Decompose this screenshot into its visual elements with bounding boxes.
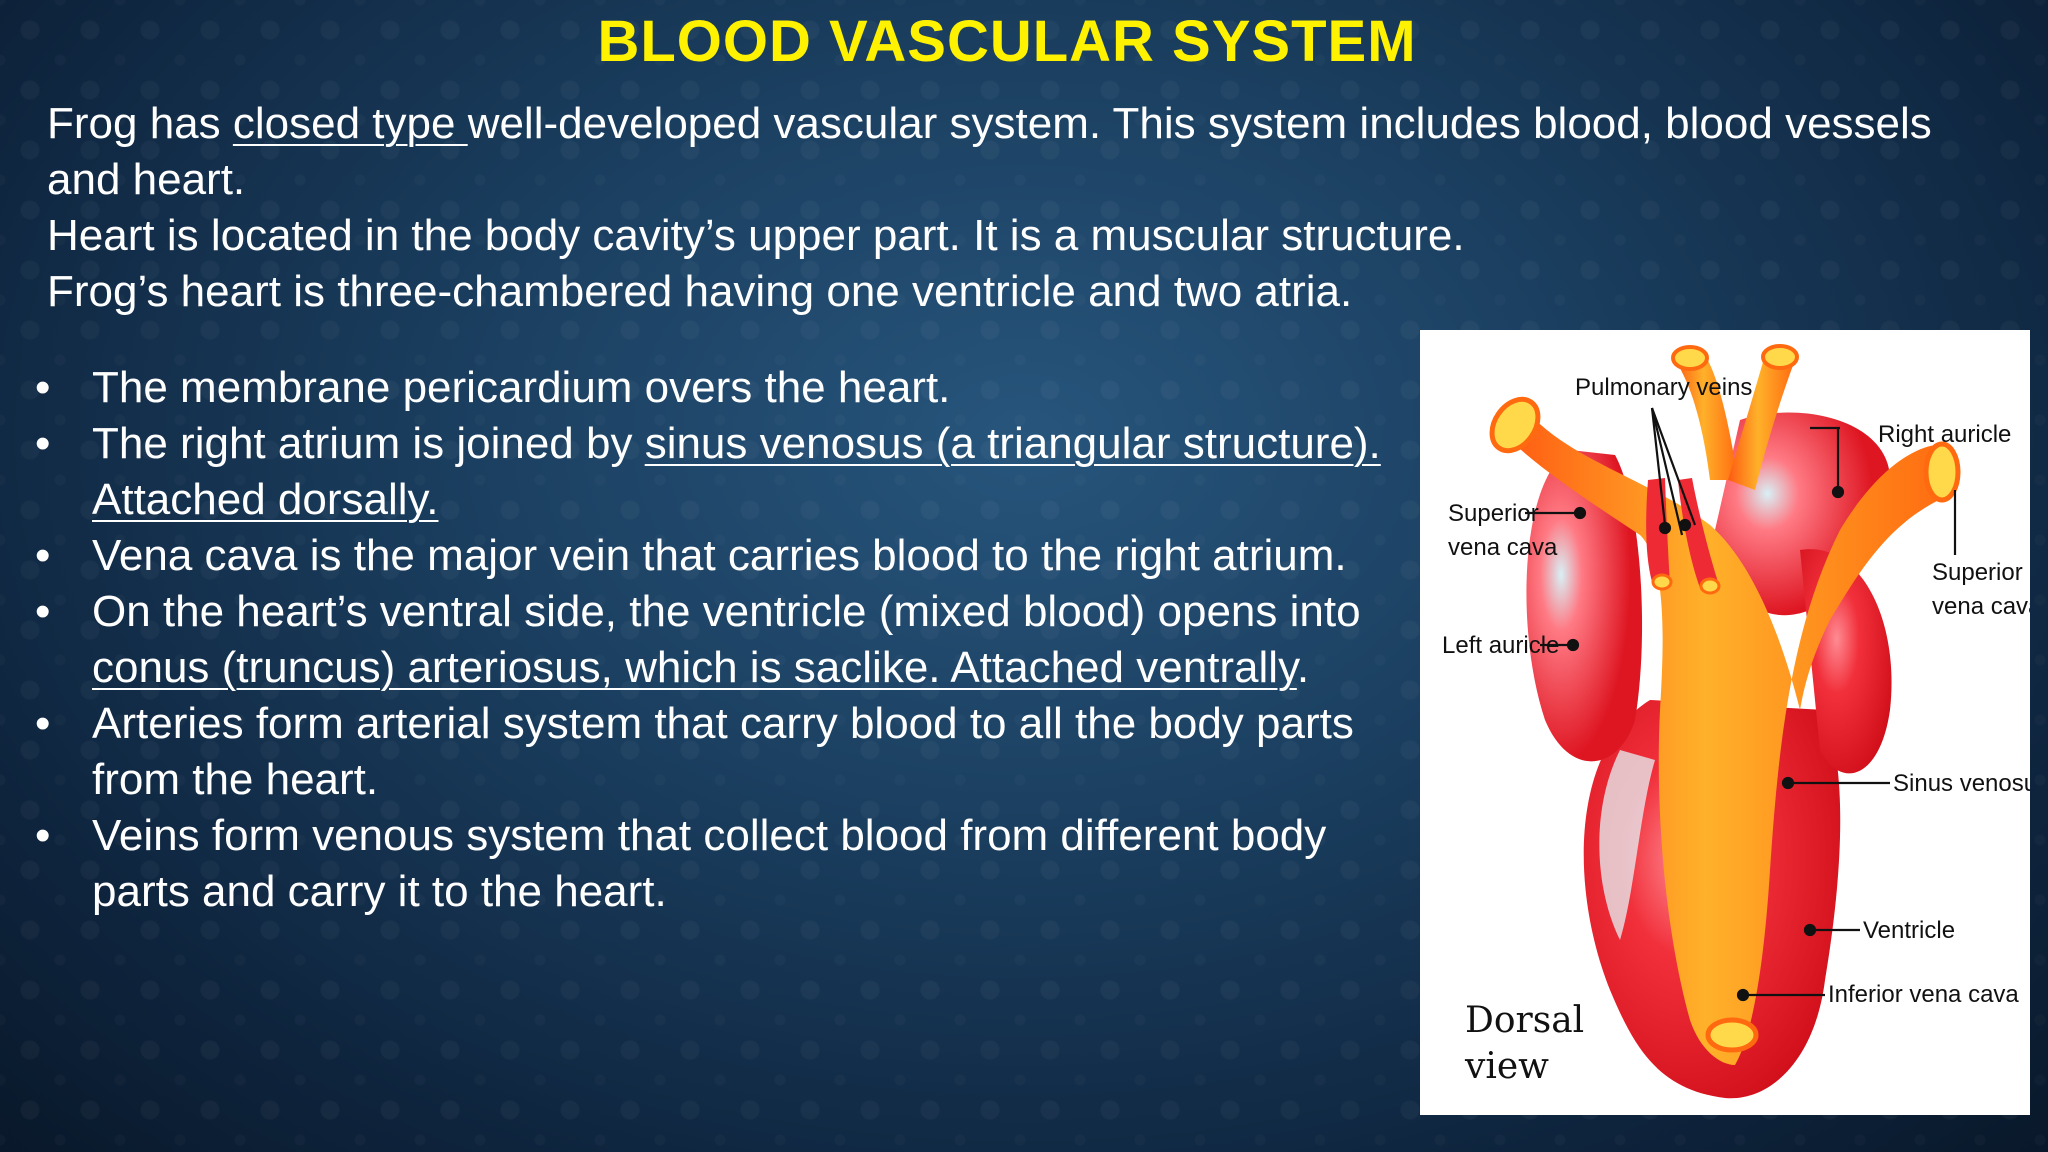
label-inferior-vena-cava: Inferior vena cava [1828, 981, 2019, 1008]
frog-heart-figure: Pulmonary veins Right auricle Superior v… [1420, 330, 2030, 1115]
dorsal-view-caption: Dorsal view [1465, 1000, 1585, 1087]
label-superior-vena-cava-left-2: vena cava [1448, 534, 1558, 561]
intro-paragraphs: Frog has closed type well-developed vasc… [47, 96, 1947, 320]
label-sinus-venosus: Sinus venosus [1893, 770, 2030, 797]
label-ventricle: Ventricle [1863, 917, 1955, 944]
pulmonary-vein-small-right-opening [1699, 577, 1721, 595]
frog-heart-diagram: Pulmonary veins Right auricle Superior v… [1442, 344, 2030, 1099]
sinus-venosus-underlined: sinus venosus (a triangular structure). … [92, 419, 1381, 524]
bullet-item: The membrane pericardium overs the heart… [35, 360, 1425, 416]
pulmonary-vein-right-opening [1761, 344, 1799, 370]
label-superior-vena-cava-left-1: Superior [1448, 500, 1539, 527]
pulmonary-vein-left-opening [1671, 345, 1709, 371]
label-superior-vena-cava-right-1: Superior [1932, 559, 2023, 586]
label-superior-vena-cava-right-2: vena cava [1932, 593, 2030, 620]
pulmonary-vein-small-left [1646, 478, 1670, 585]
superior-vena-cava-right-opening [1923, 441, 1961, 503]
left-auricle-shape [1526, 450, 1643, 762]
superior-vena-cava-left-opening [1489, 396, 1541, 454]
conus-arteriosus-underlined: conus (truncus) arteriosus, which is sac… [92, 643, 1297, 692]
pulmonary-vein-small-left-opening [1651, 573, 1673, 591]
bullet-item: On the heart’s ventral side, the ventric… [35, 584, 1425, 696]
bullet-item: Veins form venous system that collect bl… [35, 808, 1425, 920]
intro-paragraph-3: Frog’s heart is three-chambered having o… [47, 267, 1353, 316]
label-right-auricle: Right auricle [1878, 421, 2011, 448]
label-left-auricle: Left auricle [1442, 632, 1559, 659]
page-title: BLOOD VASCULAR SYSTEM [597, 9, 1417, 74]
label-pulmonary-veins: Pulmonary veins [1575, 374, 1752, 401]
intro-paragraph-2: Heart is located in the body cavity’s up… [47, 211, 1465, 260]
intro-paragraph-1: Frog has closed type well-developed vasc… [47, 99, 1932, 204]
pulmonary-vein-right-tube [1728, 355, 1795, 490]
ventricle-highlight [1599, 750, 1655, 940]
bullet-item: Arteries form arterial system that carry… [35, 696, 1425, 808]
inferior-vena-cava-opening [1705, 1017, 1759, 1053]
closed-type-underlined: closed type [232, 99, 468, 148]
sinus-venosus-shape [1505, 412, 1950, 1065]
bullet-item: The right atrium is joined by sinus veno… [35, 416, 1425, 528]
bullet-list: The membrane pericardium overs the heart… [35, 360, 1425, 920]
leader-lines [1525, 407, 1957, 1002]
bullet-item: Vena cava is the major vein that carries… [35, 528, 1425, 584]
pulmonary-vein-left-tube [1675, 355, 1738, 480]
